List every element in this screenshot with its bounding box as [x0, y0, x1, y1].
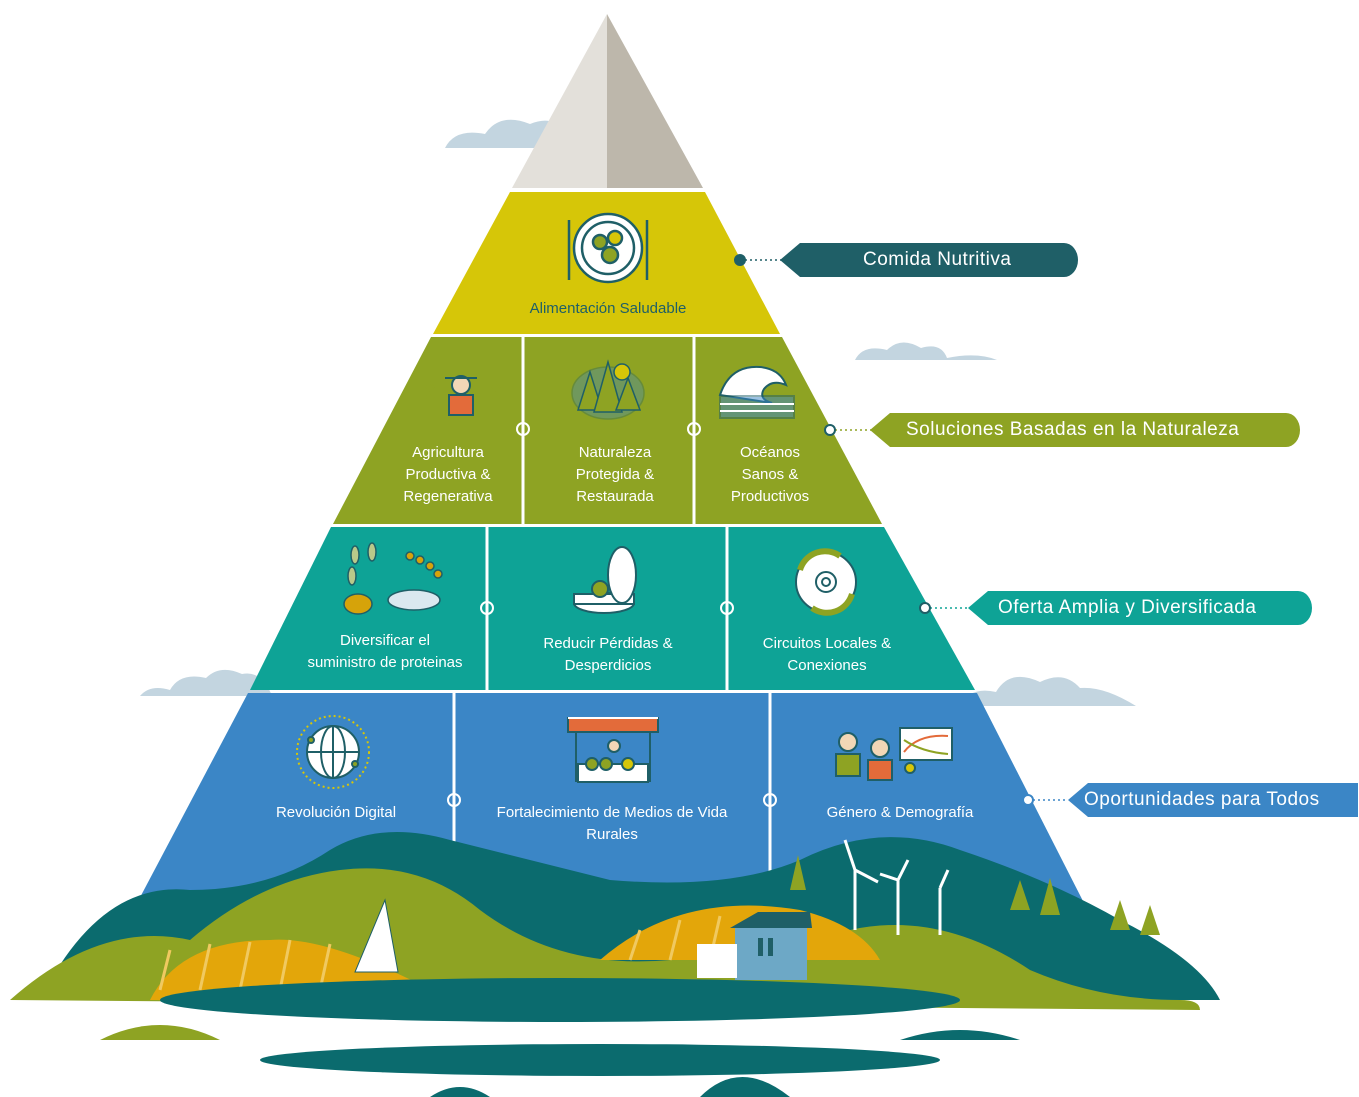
cell-oceanos: Océanos Sanos & Productivos: [730, 444, 810, 505]
cell-agricultura: Agricultura Productiva & Regenerativa: [403, 444, 493, 505]
tag-soluciones-naturaleza-label: Soluciones Basadas en la Naturaleza: [906, 419, 1240, 440]
cell-circuitos-locales: Circuitos Locales & Conexiones: [762, 635, 892, 674]
tag-soluciones-naturaleza: Soluciones Basadas en la Naturaleza: [870, 413, 1300, 447]
tag-oferta-amplia: Oferta Amplia y Diversificada: [968, 591, 1312, 625]
food-waste-icon: [573, 546, 637, 614]
mountain-peak-icon: [512, 14, 703, 188]
cell-alimentacion-saludable: Alimentación Saludable: [529, 300, 687, 317]
cell-reducir-perdidas: Reducir Pérdidas & Desperdicios: [543, 635, 673, 674]
plate-cutlery-icon: [567, 212, 649, 284]
family-chart-icon: [835, 727, 953, 781]
cell-diversificar-proteinas: Diversificar el suministro de proteinas: [307, 632, 463, 671]
forest-icon: [571, 359, 645, 420]
globe-network-icon: [296, 715, 370, 789]
market-stall-icon: [567, 717, 659, 783]
proteins-icon: [343, 542, 443, 615]
tag-oportunidades-label: Oportunidades para Todos: [1084, 789, 1320, 810]
wave-icon: [718, 365, 795, 419]
tag-comida-nutritiva: Comida Nutritiva: [780, 243, 1078, 277]
tag-oferta-amplia-label: Oferta Amplia y Diversificada: [998, 597, 1257, 618]
tag-oportunidades: Oportunidades para Todos: [1068, 783, 1358, 817]
landscape-icon: [10, 832, 1220, 1097]
farmer-icon: [425, 375, 501, 416]
cell-revolucion-digital: Revolución Digital: [275, 804, 397, 821]
cell-medios-de-vida-rurales: Fortalecimiento de Medios de Vida Rurale…: [496, 804, 728, 843]
tag-comida-nutritiva-label: Comida Nutritiva: [863, 249, 1012, 270]
cell-naturaleza: Naturaleza Protegida & Restaurada: [575, 444, 655, 505]
cell-genero-demografia: Género & Demografía: [826, 804, 974, 821]
recycle-gear-icon: [795, 548, 857, 616]
